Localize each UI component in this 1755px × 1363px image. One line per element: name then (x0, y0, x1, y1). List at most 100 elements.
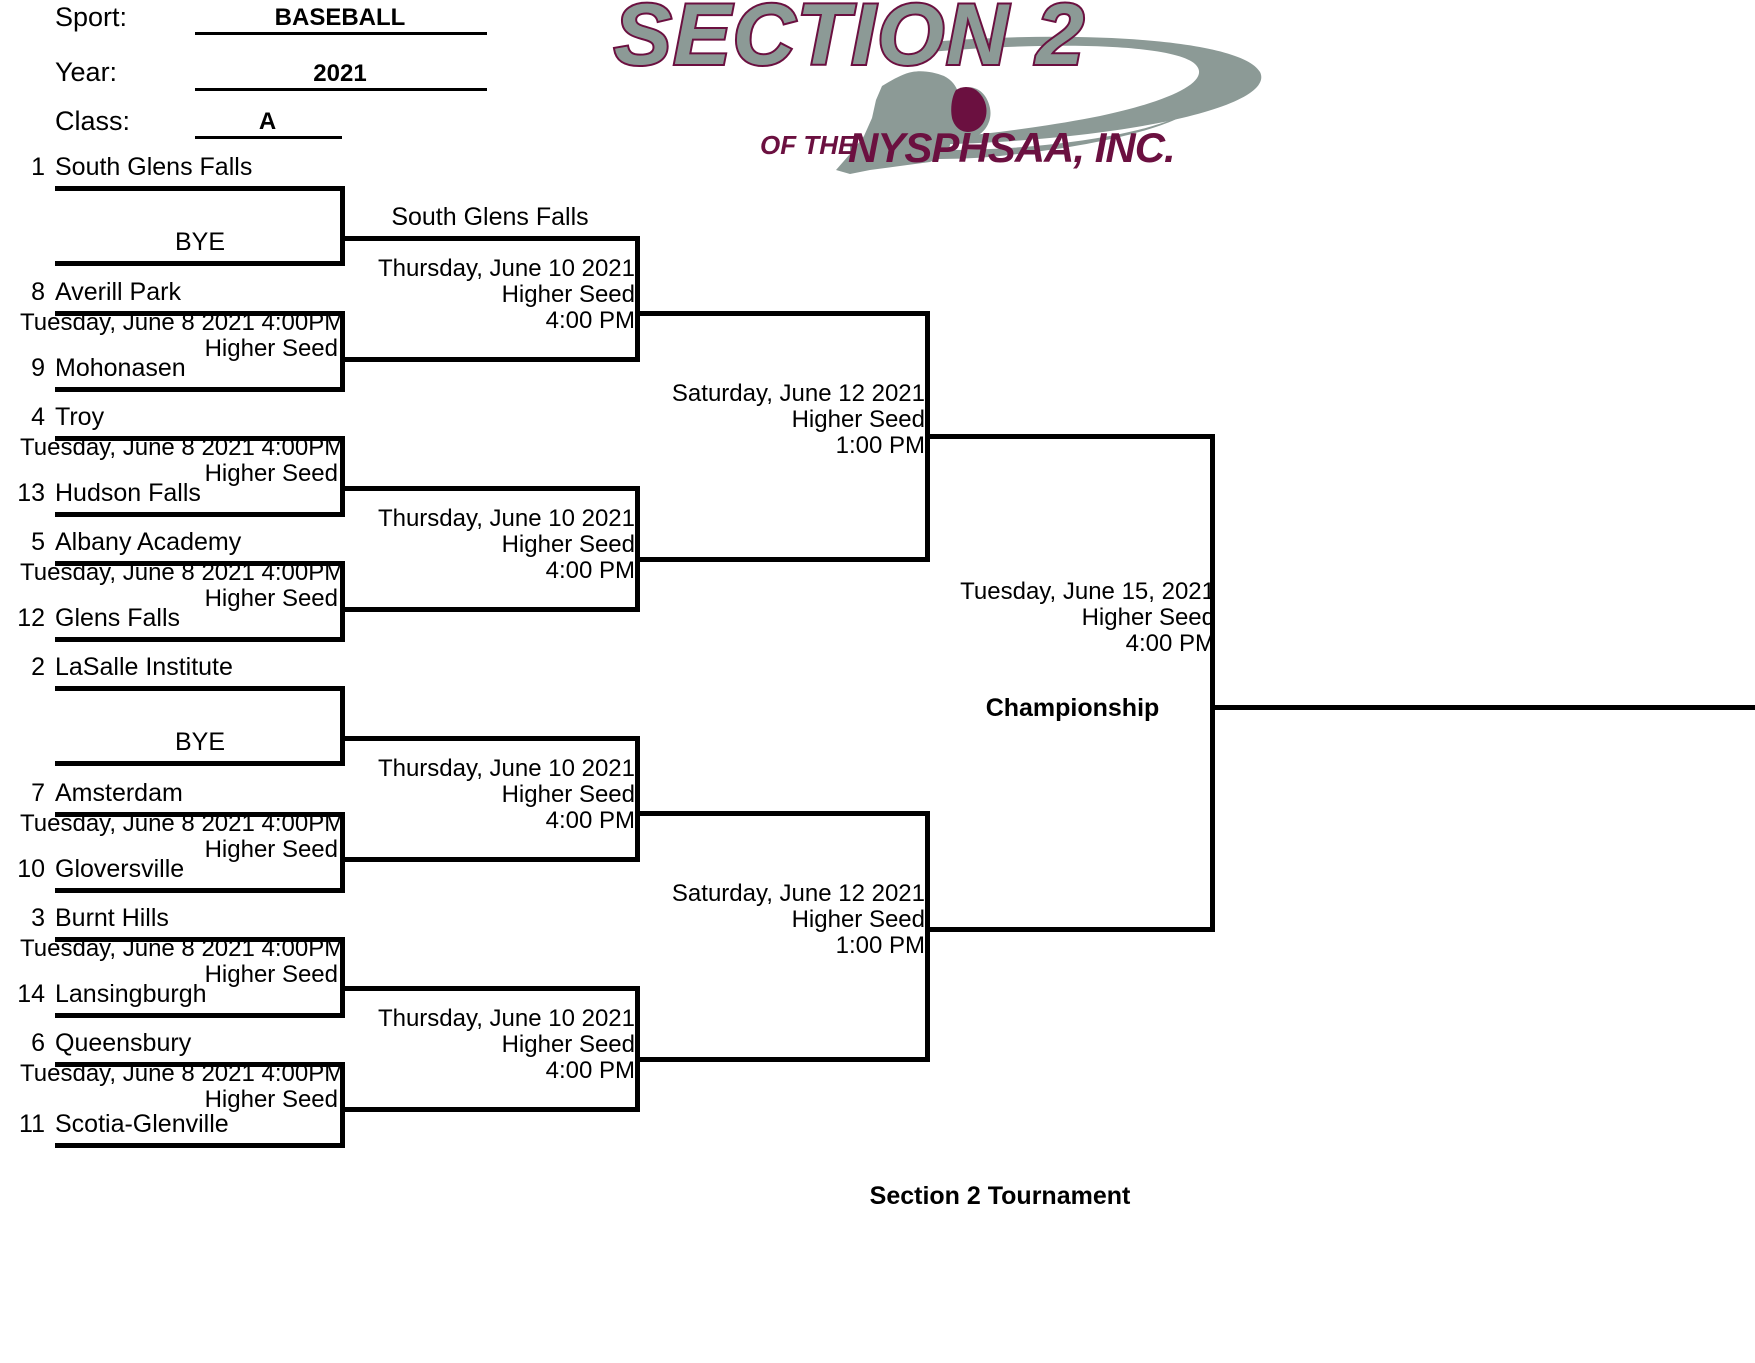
r1-g6-top-seed: 7 (31, 779, 45, 807)
r1-g7-info-line2: Higher Seed (204, 961, 338, 988)
r1-g8-bottom-team[interactable]: Scotia-Glenville (55, 1110, 229, 1138)
r1-g5-bottom-team: BYE (174, 728, 226, 756)
r1-g7-top-seed: 3 (31, 904, 45, 932)
r2-g3-top-line (340, 736, 640, 741)
r1-g3-bottom-team[interactable]: Hudson Falls (55, 479, 201, 507)
r1-g8-info-line1: Tuesday, June 8 2021 4:00PM (20, 1060, 345, 1087)
r3-g2-info-line1: Saturday, June 12 2021 (671, 880, 925, 907)
r2-g2-connector (635, 486, 640, 612)
r1-g2-bottom-team[interactable]: Mohonasen (55, 354, 186, 382)
r2-g2-bottom-line (340, 607, 640, 612)
r1-g7-connector (340, 937, 345, 1017)
r1-g2-info-line2: Higher Seed (204, 335, 338, 362)
r2-g3-info-line1: Thursday, June 10 2021 (377, 755, 635, 782)
r1-g1-top-line (55, 186, 345, 191)
r2-g1-connector (635, 236, 640, 362)
r1-g2-bottom-line (55, 387, 345, 392)
year-value: 2021 (313, 60, 367, 87)
r3-g1-bottom-line (635, 557, 930, 562)
footer-title: Section 2 Tournament (869, 1182, 1131, 1210)
r1-g4-top-seed: 5 (31, 528, 45, 556)
r1-g8-top-line (55, 1062, 345, 1067)
r1-g4-top-team[interactable]: Albany Academy (55, 528, 242, 556)
r3-g2-info-line2: Higher Seed (791, 906, 925, 933)
r1-g8-info: Tuesday, June 8 2021 4:00PM Higher Seed (20, 1060, 345, 1113)
r1-g1-connector (340, 186, 345, 266)
r1-g8-connector (340, 1062, 345, 1147)
r1-g2-info-line1: Tuesday, June 8 2021 4:00PM (20, 309, 345, 336)
class-value: A (258, 108, 277, 135)
class-label: Class: (55, 106, 131, 136)
r2-g2-top-line (340, 486, 640, 491)
logo-of-the-text: OF THE (760, 130, 856, 160)
r2-g2-info-line3: 4:00 PM (545, 557, 635, 584)
r1-g5-top-line (55, 686, 345, 691)
r1-g6-bottom-team[interactable]: Gloversville (55, 855, 185, 883)
r1-g7-top-team[interactable]: Burnt Hills (55, 904, 169, 932)
r1-g3-top-team[interactable]: Troy (55, 403, 105, 431)
r1-g2-connector (340, 311, 345, 391)
championship-label: Championship (985, 694, 1160, 722)
r1-g7-top-line (55, 937, 345, 942)
r2-g1-top-line (340, 236, 640, 241)
r1-g4-info: Tuesday, June 8 2021 4:00PM Higher Seed (20, 560, 344, 612)
r1-g2-info: Tuesday, June 8 2021 4:00PM Higher Seed (20, 309, 345, 362)
r2-g1-info: Thursday, June 10 2021 Higher Seed 4:00 … (355, 256, 635, 334)
r2-g3-bottom-line (340, 857, 640, 862)
new-york-state-shape (836, 71, 991, 174)
r1-g6-bottom-seed: 10 (17, 855, 45, 883)
r1-g4-bottom-team[interactable]: Glens Falls (55, 604, 181, 632)
sport-rule (195, 32, 487, 35)
r1-g4-bottom-seed: 12 (17, 604, 45, 632)
r2-g4-info-line2: Higher Seed (501, 1031, 635, 1058)
final-info: Tuesday, June 15, 2021 Higher Seed 4:00 … (940, 579, 1215, 657)
r3-g1-info: Saturday, June 12 2021 Higher Seed 1:00 … (650, 381, 925, 459)
r1-g1-top-team[interactable]: South Glens Falls (55, 153, 253, 181)
r2-g3-info: Thursday, June 10 2021 Higher Seed 4:00 … (355, 756, 635, 834)
r1-g7-bottom-team[interactable]: Lansingburgh (55, 980, 207, 1008)
final-connector (1210, 434, 1215, 932)
r2-g2-info: Thursday, June 10 2021 Higher Seed 4:00 … (355, 506, 635, 584)
r1-g3-top-seed: 4 (31, 403, 45, 431)
r3-g1-info-line3: 1:00 PM (835, 432, 925, 459)
r1-g3-info-line1: Tuesday, June 8 2021 4:00PM (20, 434, 345, 461)
r1-g3-bottom-line (55, 512, 345, 517)
r1-g4-bottom-line (55, 637, 345, 642)
r2-g1-winner[interactable]: South Glens Falls (391, 203, 589, 231)
r1-g1-bottom-line (55, 261, 345, 266)
r1-g5-top-team[interactable]: LaSalle Institute (55, 653, 233, 681)
r1-g7-bottom-line (55, 1013, 345, 1018)
r3-g1-info-line1: Saturday, June 12 2021 (671, 380, 925, 407)
r1-g7-info: Tuesday, June 8 2021 4:00PM Higher Seed (20, 936, 344, 988)
r1-g6-info-line2: Higher Seed (204, 836, 338, 863)
r1-g8-bottom-line (55, 1143, 345, 1148)
logo-svg: SECTION 2 OF THE NYSPHSAA, INC. (612, 0, 1262, 174)
r1-g1-top-seed: 1 (31, 153, 45, 181)
r1-g2-top-seed: 8 (31, 278, 45, 306)
class-rule (195, 136, 342, 139)
r1-g3-bottom-seed: 13 (17, 479, 45, 507)
r1-g5-connector (340, 686, 345, 766)
logo-nysphsaa-text: NYSPHSAA, INC. (848, 124, 1175, 171)
swoosh-shape (865, 36, 1262, 145)
r1-g5-top-seed: 2 (31, 653, 45, 681)
r2-g2-info-line2: Higher Seed (501, 531, 635, 558)
r2-g3-connector (635, 736, 640, 862)
r1-g5-bottom-line (55, 761, 345, 766)
r1-g6-connector (340, 812, 345, 892)
r2-g3-info-line3: 4:00 PM (545, 807, 635, 834)
r1-g7-bottom-seed: 14 (17, 980, 45, 1008)
r1-g8-bottom-seed: 11 (19, 1110, 45, 1138)
r1-g2-top-team[interactable]: Averill Park (55, 278, 181, 306)
r2-g1-bottom-line (340, 357, 640, 362)
r3-g2-bottom-line (635, 1057, 930, 1062)
r3-g1-info-line2: Higher Seed (791, 406, 925, 433)
r3-g2-info-line3: 1:00 PM (835, 932, 925, 959)
r2-g1-info-line2: Higher Seed (501, 281, 635, 308)
r1-g6-top-team[interactable]: Amsterdam (55, 779, 183, 807)
r1-g3-top-line (55, 436, 345, 441)
r3-g2-top-line (635, 811, 930, 816)
r1-g8-top-team[interactable]: Queensbury (55, 1029, 192, 1057)
r1-g8-info-line2: Higher Seed (204, 1086, 338, 1113)
